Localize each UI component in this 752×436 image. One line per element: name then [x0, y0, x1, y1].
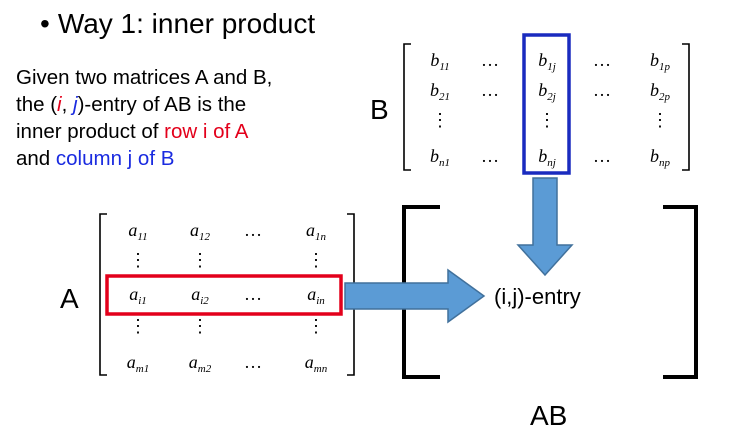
matrix-a-entry-r2-c1: ai2 — [191, 284, 209, 307]
matrix-ab-label: AB — [530, 400, 568, 431]
title-text: Way 1: inner product — [57, 8, 316, 39]
ij-entry-label: (i,j)-entry — [494, 284, 581, 309]
matrix-b-entry-r1-c3: … — [593, 80, 611, 100]
desc-j: j — [73, 93, 78, 116]
slide-title: •Way 1: inner product — [40, 8, 315, 40]
matrix-b-entry-r2-c4: ⋮ — [651, 110, 669, 130]
matrix-a-left-bracket — [99, 213, 107, 376]
desc-line-3-pre: inner product of — [16, 120, 165, 143]
matrix-a-entry-r3-c1: ⋮ — [191, 316, 209, 336]
matrix-a-entry-r2-c2: … — [244, 284, 262, 304]
matrix-b-entry-r3-c0: bn1 — [430, 146, 450, 169]
bullet-icon: • — [40, 8, 50, 39]
matrix-a-entry-r1-c1: ⋮ — [191, 250, 209, 270]
matrix-a-entry-r0-c2: … — [244, 220, 262, 240]
desc-i: i — [57, 93, 62, 116]
desc-row-phrase: row i of A — [164, 120, 249, 143]
right-arrow-icon — [344, 268, 486, 324]
down-arrow-icon — [516, 177, 574, 277]
matrix-b-entry-r2-c2: ⋮ — [538, 110, 556, 130]
desc-line-2: the (i, j)-entry of AB is the — [16, 91, 272, 118]
matrix-a-entry-r0-c0: a11 — [128, 220, 147, 243]
matrix-b-entry-r0-c3: … — [593, 50, 611, 70]
matrix-b-entry-r1-c2: b2j — [538, 80, 556, 103]
matrix-b-right-bracket — [682, 43, 690, 171]
desc-line-2-post: )-entry of AB is the — [77, 93, 247, 116]
row-i-highlight — [105, 274, 343, 316]
matrix-b-entry-r3-c4: bnp — [650, 146, 671, 169]
desc-line-4: and column j of B — [16, 145, 272, 172]
desc-line-1-text: Given two matrices A and B, — [16, 66, 273, 89]
matrix-a-entry-r1-c3: ⋮ — [307, 250, 325, 270]
matrix-a-entry-r2-c3: ain — [307, 284, 325, 307]
matrix-b-entry-r1-c4: b2p — [650, 80, 671, 103]
matrix-a-entry-r2-c0: ai1 — [129, 284, 147, 307]
matrix-a-entry-r3-c0: ⋮ — [129, 316, 147, 336]
matrix-b-entry-r0-c4: b1p — [650, 50, 671, 73]
matrix-b-entry-r3-c3: … — [593, 146, 611, 166]
matrix-a-entry-r4-c2: … — [244, 352, 262, 372]
desc-line-3: inner product of row i of A — [16, 118, 272, 145]
desc-line-1: Given two matrices A and B, — [16, 64, 272, 91]
desc-line-4-pre: and — [16, 147, 56, 170]
matrix-b-entry-r2-c0: ⋮ — [431, 110, 449, 130]
desc-column-phrase: column j of B — [55, 147, 175, 170]
matrix-a-entry-r3-c3: ⋮ — [307, 316, 325, 336]
matrix-b-left-bracket — [403, 43, 411, 171]
desc-line-2-pre: the ( — [16, 93, 58, 116]
matrix-b-entries: b11 … b1j … b1p b21 … b2j … b2p ⋮ ⋮ ⋮ bn1 … bnj … bnp — [430, 50, 671, 169]
matrix-b-entry-r0-c0: b11 — [430, 50, 449, 73]
description-text: Given two matrices A and B, the (i, j)-e… — [16, 64, 272, 172]
matrix-a-label: A — [60, 283, 79, 314]
matrix-b-entry-r0-c2: b1j — [538, 50, 556, 73]
matrix-a-entries: a11 a12 … a1n ⋮ ⋮ ⋮ ai1 ai2 … ain ⋮ ⋮ ⋮ am1 am2 … amn — [127, 220, 328, 375]
matrix-b-entry-r3-c2: bnj — [538, 146, 556, 169]
desc-comma: , — [61, 93, 73, 116]
matrix-b-entry-r1-c1: … — [481, 80, 499, 100]
matrix-a-entry-r4-c3: amn — [305, 352, 328, 375]
matrix-a-entry-r4-c0: am1 — [127, 352, 149, 375]
matrix-a-entry-r1-c0: ⋮ — [129, 250, 147, 270]
matrix-a-entry-r0-c3: a1n — [306, 220, 327, 243]
matrix-b-entry-r1-c0: b21 — [430, 80, 450, 103]
column-j-highlight — [522, 33, 571, 175]
matrix-ab-right-bracket — [663, 205, 698, 379]
matrix-b-entry-r3-c1: … — [481, 146, 499, 166]
matrix-a-entry-r4-c1: am2 — [189, 352, 212, 375]
matrix-a-entry-r0-c1: a12 — [190, 220, 211, 243]
matrix-b-label: B — [370, 94, 389, 125]
matrix-b-entry-r0-c1: … — [481, 50, 499, 70]
